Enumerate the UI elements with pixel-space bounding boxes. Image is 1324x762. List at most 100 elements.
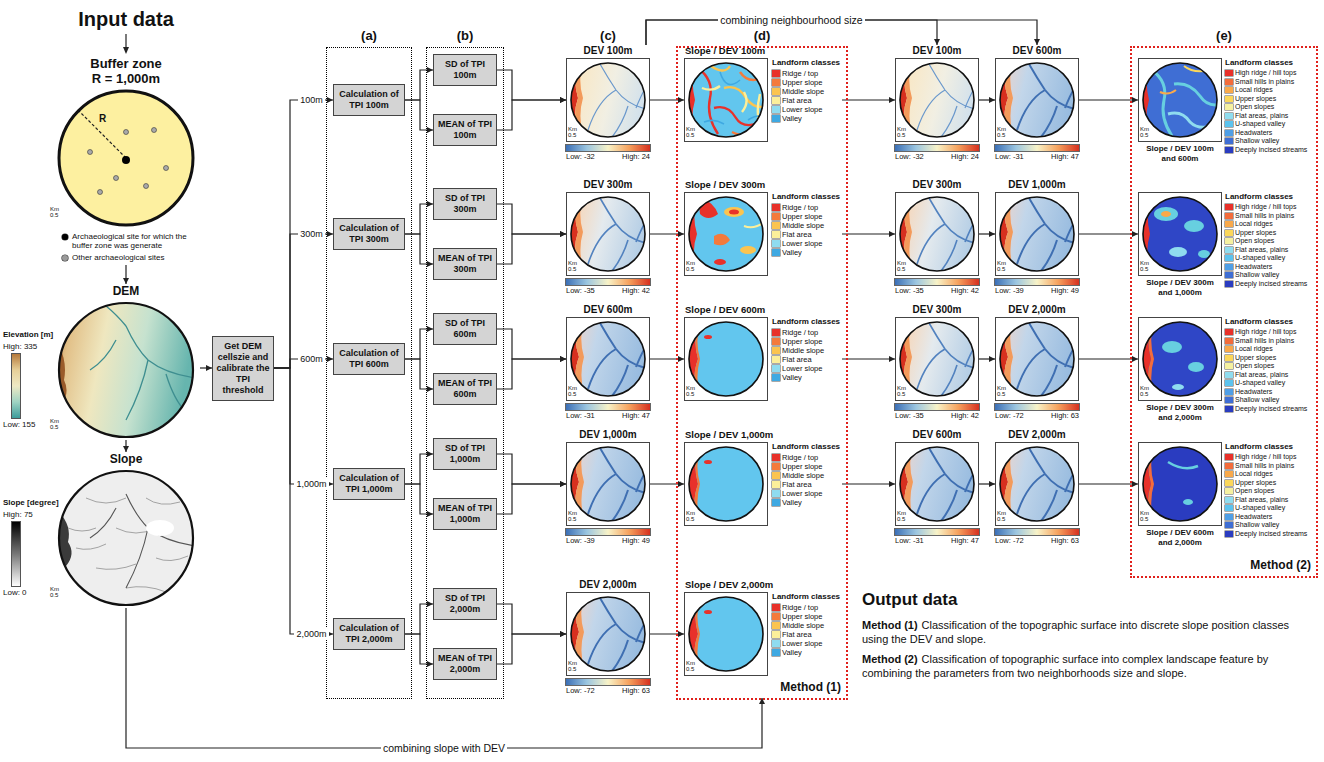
legend-swatch: [1225, 363, 1233, 369]
ramp-high: High: 42: [622, 286, 650, 295]
legend-swatch: [772, 622, 780, 629]
legend-text: U-shaped valley: [1235, 254, 1285, 263]
legend-swatch: [772, 640, 780, 647]
dev-map: DEV 300mKm 0.5Low: -35High: 42: [895, 304, 979, 421]
ramp-labels: Low: -35High: 42: [566, 285, 650, 296]
map-title: Slope / DEV 100m: [684, 45, 842, 58]
connector: [497, 329, 566, 362]
legend-swatch: [772, 97, 780, 104]
connector: [650, 97, 684, 103]
connector-line: [842, 233, 895, 234]
connector-line: [126, 608, 762, 748]
ramp-high: High: 24: [622, 152, 650, 161]
legend-swatch: [772, 329, 780, 336]
legend-swatch: [772, 454, 780, 461]
legend-text: Local ridges: [1235, 220, 1273, 229]
legend-title: Landform classes: [1225, 192, 1309, 202]
process-box: Calculation of TPI 100m: [333, 84, 405, 116]
color-ramp: [995, 145, 1079, 151]
color-ramp: [995, 279, 1079, 285]
legend-text: Upper slopes: [1235, 229, 1276, 238]
ramp-labels: Low: -32High: 24: [895, 151, 979, 162]
legend-text: Lower slope: [782, 364, 822, 373]
scale-label: Km 0.5: [568, 126, 582, 138]
arrowhead: [123, 278, 129, 284]
connector: [405, 359, 433, 392]
legend-text: Lower slope: [782, 639, 822, 648]
connector-line: [405, 604, 433, 634]
legend-text: Flat area: [782, 480, 812, 489]
legend-item: Shallow valley: [1225, 396, 1309, 405]
legend-swatch: [1225, 514, 1233, 520]
legend-item: Lower slope: [772, 364, 842, 373]
legend-item: Small hills in plains: [1225, 462, 1309, 471]
map-row: Km 0.5Landform classesRidge / topUpper s…: [684, 317, 842, 401]
legend-text: Middle slope: [782, 471, 824, 480]
process-box: Calculation of TPI 1,000m: [333, 468, 405, 500]
legend-swatch: [772, 213, 780, 220]
legend-swatch: [1225, 372, 1233, 378]
legend-swatch: [1225, 522, 1233, 528]
map-row: Km 0.5Landform classesHigh ridge / hill …: [1138, 317, 1309, 401]
legend-item: Upper slopes: [1225, 95, 1309, 104]
group-label: (d): [658, 28, 866, 43]
map-illustration: [1138, 58, 1222, 142]
map-illustration: [56, 300, 196, 440]
legend-item: Deeply incised streams: [1225, 405, 1309, 414]
edge-label: combining slope with DEV: [381, 742, 507, 754]
map-illustration: [684, 192, 768, 276]
method-label: Method (1): [780, 680, 841, 694]
connector: [497, 70, 566, 103]
ramp-low: Low: 155: [3, 420, 35, 430]
connector: [274, 97, 333, 368]
map-frame: Km 0.5: [895, 192, 979, 276]
connector-line: [405, 100, 433, 130]
ramp-title: Slope [degree]: [3, 498, 59, 508]
legend-swatch: [772, 374, 780, 381]
scale-label: Km 0.5: [1140, 385, 1154, 397]
process-label: Calculation of TPI 2,000m: [337, 623, 401, 645]
color-ramp: [12, 354, 20, 418]
connector-line: [405, 70, 433, 100]
scale-label: Km 0.5: [997, 510, 1011, 522]
map-illustration: [995, 192, 1079, 276]
map-title: DEV 2,000m: [995, 304, 1079, 317]
legend-text: Open slopes: [1235, 487, 1274, 496]
legend-swatch: [772, 231, 780, 238]
legend-text: Flat areas, plains: [1235, 496, 1288, 505]
connector: [497, 97, 566, 130]
dev-map: DEV 600mKm 0.5Low: -31High: 47: [566, 304, 650, 421]
legend-text: Small hills in plains: [1235, 78, 1294, 87]
scale-label: Km 0.5: [686, 385, 700, 397]
legend-text: Upper slope: [782, 337, 822, 346]
map-frame: Km 0.5: [684, 442, 768, 526]
legend-text: U-shaped valley: [1235, 504, 1285, 513]
legend-item: Flat areas, plains: [1225, 112, 1309, 121]
dotted-group: (d)Method (1)Slope / DEV 100mKm 0.5Landf…: [678, 48, 846, 698]
map-title: Slope / DEV 300m and 2,000m: [1138, 403, 1222, 423]
scale-label: Km 0.5: [50, 206, 64, 218]
dotted-group: (b)SD of TPI 100mMEAN of TPI 100mSD of T…: [427, 48, 503, 698]
dev-map: DEV 600mKm 0.5Low: -31High: 47: [995, 45, 1079, 162]
legend-item: Ridge / top: [772, 328, 842, 337]
method-text: Classification of topographic surface in…: [862, 653, 1268, 679]
ramp-low: Low: -35: [895, 411, 924, 420]
legend-swatch: [1225, 329, 1233, 335]
legend-swatch: [1225, 397, 1233, 403]
map-title: DEV 600m: [566, 304, 650, 317]
map-title: DEV 1,000m: [995, 179, 1079, 192]
edge-label: 2,000m: [294, 628, 328, 640]
legend-swatch: [772, 249, 780, 256]
legend-item: Deeply incised streams: [1225, 280, 1309, 289]
legend-text: Flat area: [782, 355, 812, 364]
connector: [1079, 481, 1138, 487]
color-ramp: [566, 679, 650, 685]
ramp-low: Low: -32: [895, 152, 924, 161]
legend-item: Lower slope: [772, 639, 842, 648]
legend-swatch: [1225, 138, 1233, 144]
connector: [200, 365, 212, 371]
color-ramp: [995, 404, 1079, 410]
legend-item: High ridge / hill tops: [1225, 453, 1309, 462]
dotted-group: (a)Calculation of TPI 100mCalculation of…: [327, 48, 411, 698]
legend-swatch: [1225, 406, 1233, 412]
